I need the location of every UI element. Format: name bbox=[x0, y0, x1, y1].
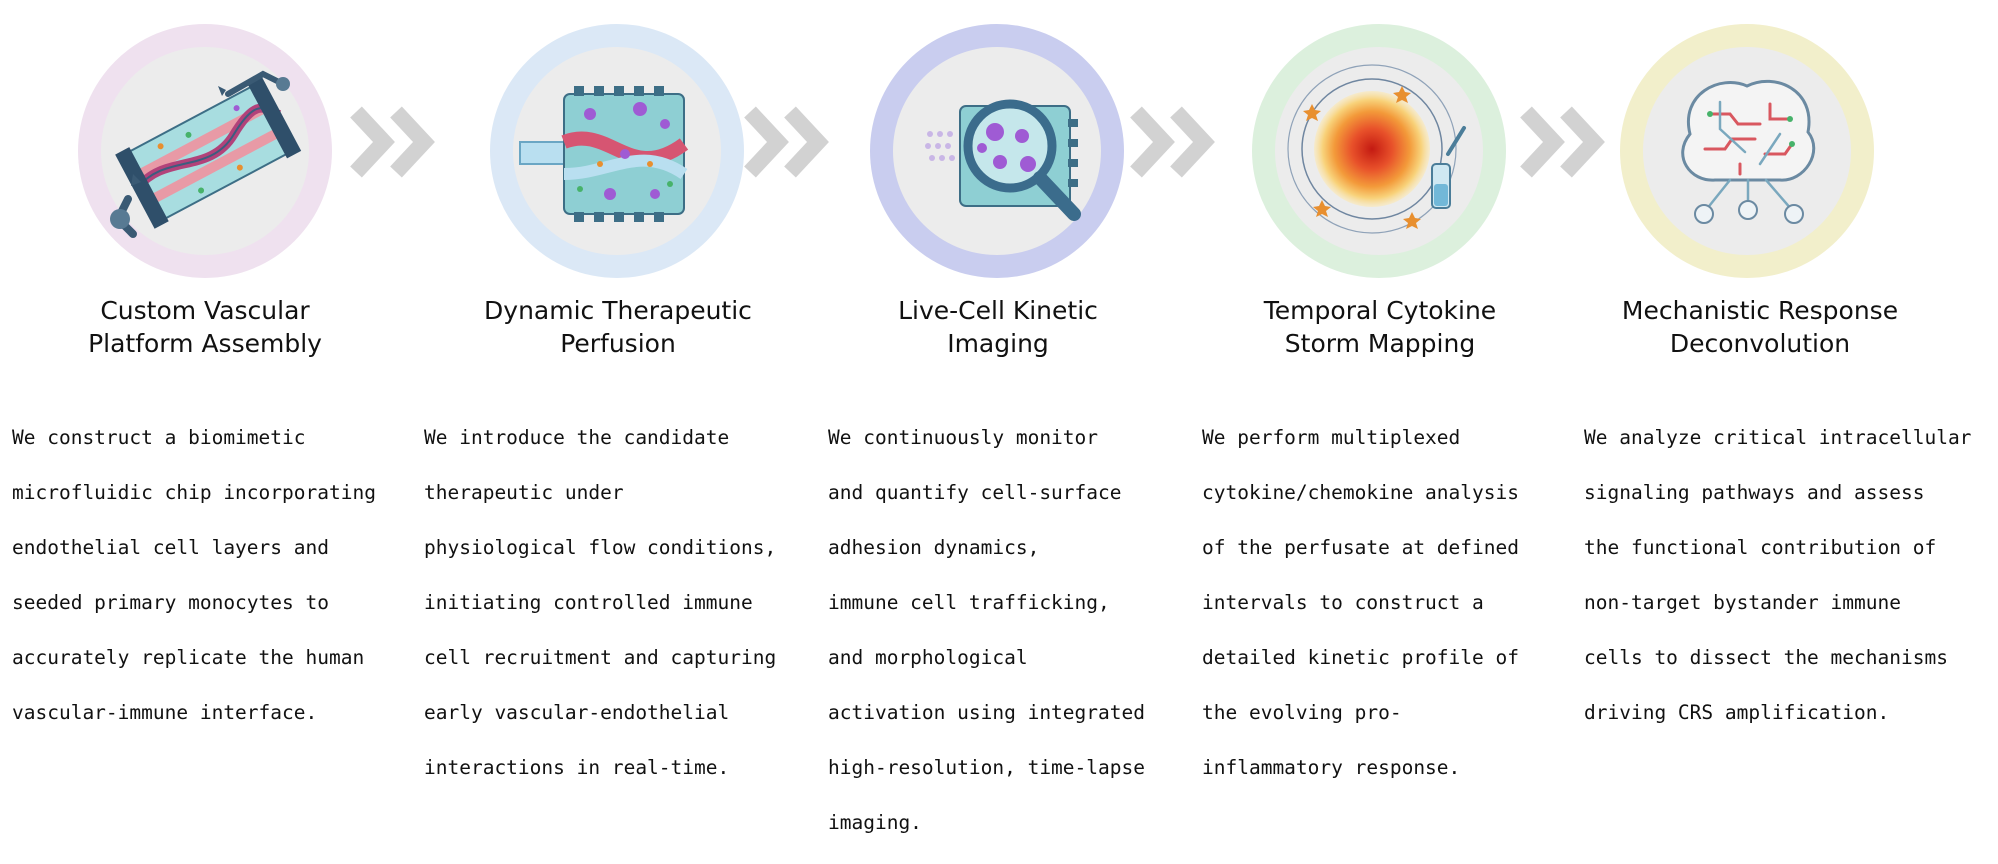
step-4-ring bbox=[1252, 24, 1506, 278]
chevron-arrow-icon bbox=[1130, 106, 1215, 178]
perfusion-chip-icon bbox=[519, 86, 689, 222]
step-5-ring bbox=[1620, 24, 1874, 278]
step-2-description: We introduce the candidate therapeutic u… bbox=[424, 425, 777, 779]
step-4: Temporal Cytokine Storm Mapping We perfo… bbox=[1200, 0, 1580, 779]
step-5-title: Mechanistic Response Deconvolution bbox=[1621, 296, 1899, 358]
step-3-ring bbox=[870, 24, 1124, 278]
step-1: Custom Vascular Platform Assembly We con… bbox=[0, 0, 380, 724]
step-5: Mechanistic Response Deconvolution We an… bbox=[1584, 0, 1971, 724]
step-1-title: Custom Vascular Platform Assembly bbox=[88, 296, 322, 358]
signaling-brain-network-icon bbox=[1681, 79, 1816, 224]
step-1-description: We construct a biomimetic microfluidic c… bbox=[12, 425, 376, 724]
step-4-title: Temporal Cytokine Storm Mapping bbox=[1263, 296, 1497, 358]
workflow-diagram: Custom Vascular Platform Assembly We con… bbox=[0, 0, 1971, 834]
microfluidic-chip-robot-arm-icon bbox=[110, 70, 302, 238]
step-3: Live-Cell Kinetic Imaging We continuousl… bbox=[800, 0, 1180, 834]
cytokine-heatmap-icon bbox=[1287, 64, 1466, 234]
step-5-description: We analyze critical intracellular signal… bbox=[1584, 425, 1972, 724]
chevron-arrow-icon bbox=[350, 106, 435, 178]
step-2-ring bbox=[490, 24, 744, 278]
magnifier-imaging-icon bbox=[925, 99, 1081, 221]
chevron-arrow-icon bbox=[1520, 106, 1605, 178]
step-4-description: We perform multiplexed cytokine/chemokin… bbox=[1202, 425, 1519, 779]
step-3-description: We continuously monitor and quantify cel… bbox=[828, 425, 1145, 834]
step-3-title: Live-Cell Kinetic Imaging bbox=[898, 296, 1098, 358]
step-2-title: Dynamic Therapeutic Perfusion bbox=[484, 296, 752, 358]
step-2: Dynamic Therapeutic Perfusion We introdu… bbox=[400, 0, 780, 779]
chevron-arrow-icon bbox=[744, 106, 829, 178]
step-1-ring bbox=[78, 24, 332, 278]
